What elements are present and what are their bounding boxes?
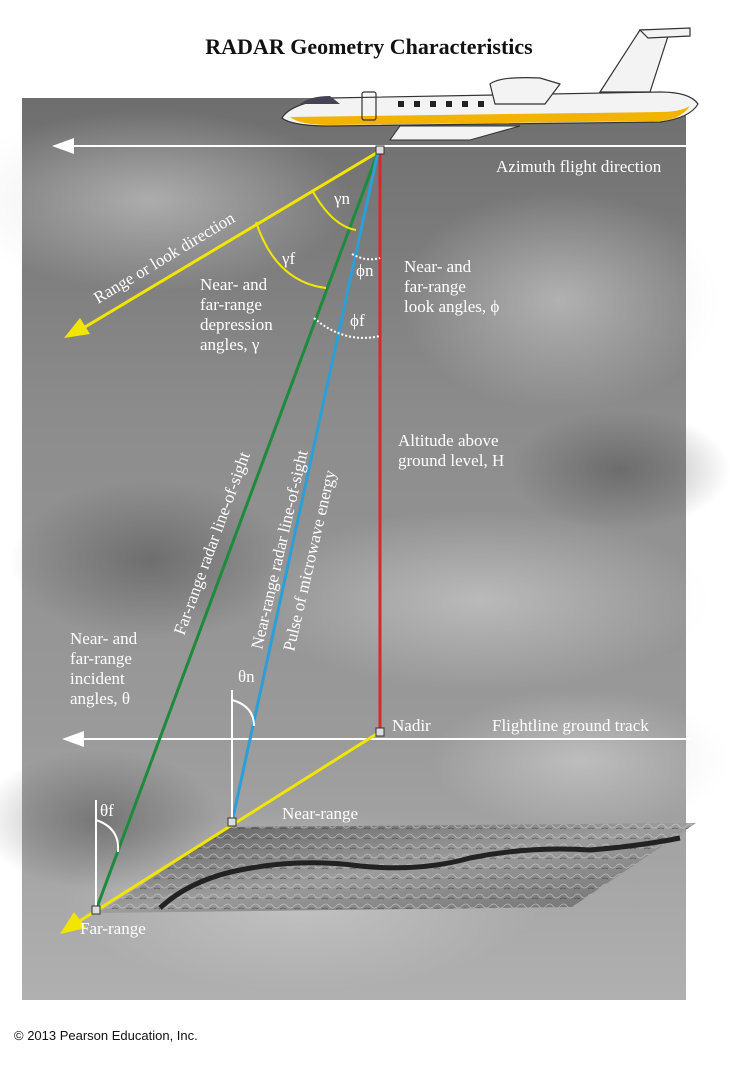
incident-line-2: far-range (70, 649, 132, 668)
theta-n-label: θn (238, 667, 255, 686)
incident-line-1: Near- and (70, 629, 138, 648)
azimuth-label: Azimuth flight direction (496, 157, 662, 176)
ground-track-label: Flightline ground track (492, 716, 649, 735)
look-angles-line-3: look angles, ϕ (404, 297, 499, 316)
far-range-label: Far-range (80, 919, 146, 938)
theta-f-label: θf (100, 801, 114, 820)
depression-line-4: angles, γ (200, 335, 260, 354)
depression-line-3: depression (200, 315, 273, 334)
altitude-line-1: Altitude above (398, 431, 499, 450)
incident-line-4: angles, θ (70, 689, 130, 708)
copyright-credit: © 2013 Pearson Education, Inc. (14, 1028, 198, 1043)
gamma-f-label: γf (281, 249, 296, 268)
nadir-label: Nadir (392, 716, 431, 735)
depression-line-2: far-range (200, 295, 262, 314)
depression-line-1: Near- and (200, 275, 268, 294)
altitude-line-2: ground level, H (398, 451, 504, 470)
phi-f-label: ϕf (350, 311, 365, 330)
incident-line-3: incident (70, 669, 125, 688)
look-angles-line-2: far-range (404, 277, 466, 296)
altitude-label: Altitude above ground level, H (398, 431, 504, 470)
gamma-n-label: γn (333, 189, 351, 208)
look-angles-line-1: Near- and (404, 257, 472, 276)
near-range-label: Near-range (282, 804, 358, 823)
phi-n-label: ϕn (356, 261, 374, 280)
